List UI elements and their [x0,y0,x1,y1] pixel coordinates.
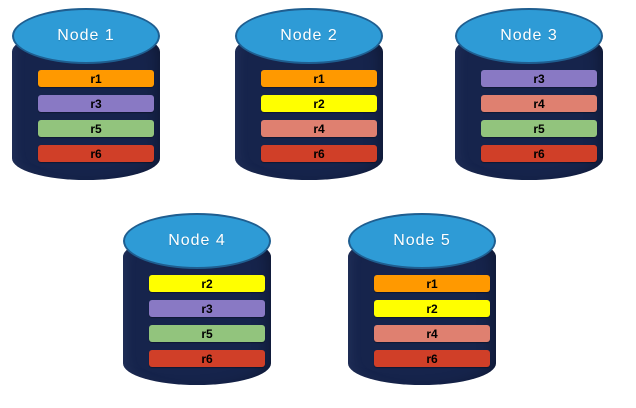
replica-list: r2 r3 r5 r6 [149,275,265,367]
cylinder-top: Node 5 [348,213,496,269]
node-title: Node 1 [57,27,115,44]
replica-bar[interactable]: r3 [38,95,154,112]
database-node-4[interactable]: r2 r3 r5 r6 Node 4 [123,213,271,399]
replica-bar[interactable]: r6 [374,350,490,367]
replica-bar[interactable]: r5 [149,325,265,342]
replica-list: r1 r3 r5 r6 [38,70,154,162]
replica-bar[interactable]: r4 [481,95,597,112]
cylinder-top: Node 2 [235,8,383,64]
replica-bar[interactable]: r1 [261,70,377,87]
replica-list: r3 r4 r5 r6 [481,70,597,162]
database-node-1[interactable]: r1 r3 r5 r6 Node 1 [12,8,160,194]
node-title: Node 3 [500,27,558,44]
database-node-5[interactable]: r1 r2 r4 r6 Node 5 [348,213,496,399]
database-node-2[interactable]: r1 r2 r4 r6 Node 2 [235,8,383,194]
cylinder-top: Node 4 [123,213,271,269]
replica-bar[interactable]: r4 [261,120,377,137]
replica-list: r1 r2 r4 r6 [261,70,377,162]
replica-bar[interactable]: r4 [374,325,490,342]
replica-bar[interactable]: r2 [149,275,265,292]
replica-bar[interactable]: r5 [38,120,154,137]
replica-list: r1 r2 r4 r6 [374,275,490,367]
replica-bar[interactable]: r6 [481,145,597,162]
replica-bar[interactable]: r1 [38,70,154,87]
node-title: Node 5 [393,232,451,249]
replica-bar[interactable]: r5 [481,120,597,137]
replica-bar[interactable]: r6 [261,145,377,162]
replica-bar[interactable]: r6 [149,350,265,367]
replica-bar[interactable]: r2 [261,95,377,112]
database-node-3[interactable]: r3 r4 r5 r6 Node 3 [455,8,603,194]
replica-bar[interactable]: r3 [481,70,597,87]
cylinder-top: Node 3 [455,8,603,64]
node-title: Node 4 [168,232,226,249]
replica-bar[interactable]: r1 [374,275,490,292]
replica-bar[interactable]: r2 [374,300,490,317]
cylinder-top: Node 1 [12,8,160,64]
node-title: Node 2 [280,27,338,44]
replica-bar[interactable]: r3 [149,300,265,317]
replica-bar[interactable]: r6 [38,145,154,162]
